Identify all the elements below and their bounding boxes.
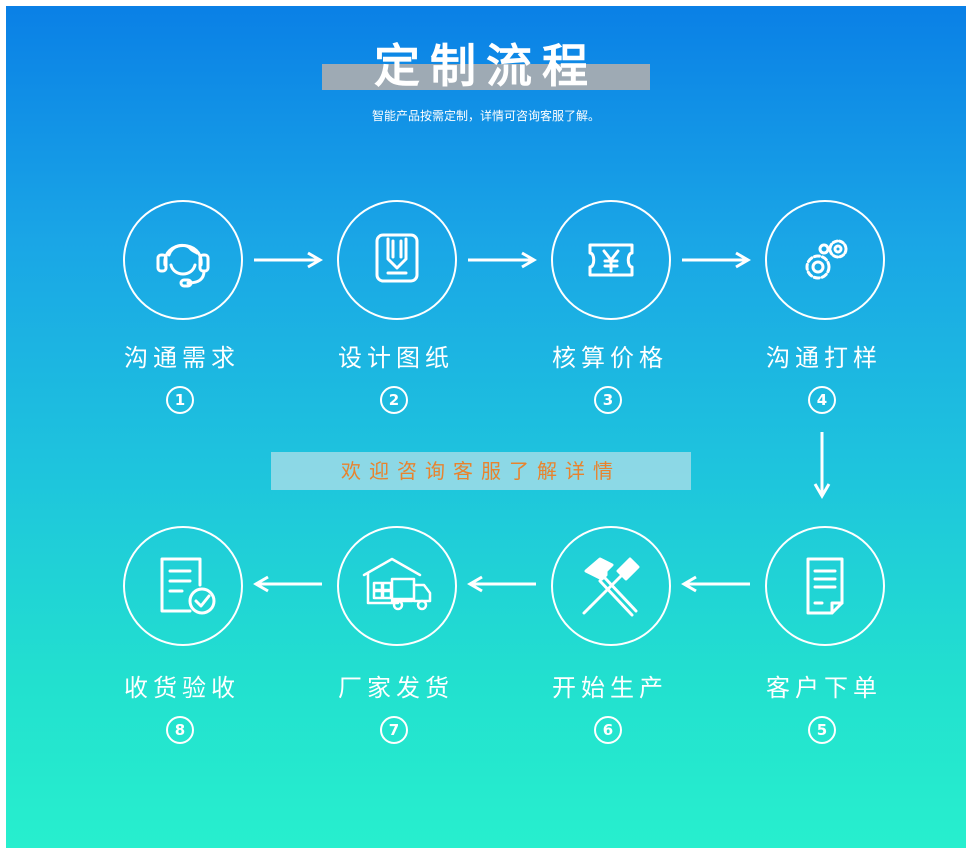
arrow-right-icon xyxy=(468,251,537,269)
arrow-right-icon xyxy=(682,251,751,269)
document-download-icon xyxy=(375,233,419,283)
step-7-circle xyxy=(337,526,457,646)
step-4-label: 沟通打样 xyxy=(766,344,882,372)
step-6-circle xyxy=(551,526,671,646)
step-8-circle xyxy=(123,526,243,646)
step-6-label: 开始生产 xyxy=(552,674,668,702)
step-8-number: 8 xyxy=(166,716,194,744)
arrow-right-icon xyxy=(254,251,323,269)
step-1-number: 1 xyxy=(166,386,194,414)
step-4-circle xyxy=(765,200,885,320)
arrow-left-icon xyxy=(253,575,322,593)
checklist-icon xyxy=(160,557,216,615)
step-5-number: 5 xyxy=(808,716,836,744)
headset-icon xyxy=(156,243,210,288)
step-4-number: 4 xyxy=(808,386,836,414)
step-3-number: 3 xyxy=(594,386,622,414)
process-panel: 定制流程 智能产品按需定制，详情可咨询客服了解。 沟通需求 1 xyxy=(6,6,966,848)
step-5-circle xyxy=(765,526,885,646)
title-underline-bar xyxy=(322,64,650,90)
step-1-circle xyxy=(123,200,243,320)
step-7-label: 厂家发货 xyxy=(338,674,454,702)
step-6-number: 6 xyxy=(594,716,622,744)
arrow-left-icon xyxy=(681,575,750,593)
gears-icon xyxy=(805,239,848,280)
warehouse-truck-icon xyxy=(362,557,432,611)
step-5-label: 客户下单 xyxy=(766,674,882,702)
step-2-label: 设计图纸 xyxy=(338,344,454,372)
step-3-label: 核算价格 xyxy=(552,344,668,372)
arrow-left-icon xyxy=(467,575,536,593)
step-3-circle xyxy=(551,200,671,320)
order-form-icon xyxy=(806,557,844,615)
hammer-screwdriver-icon xyxy=(582,557,640,617)
arrow-down-icon xyxy=(813,432,831,499)
page-title: 定制流程 xyxy=(374,39,598,93)
step-1-label: 沟通需求 xyxy=(124,344,240,372)
step-2-number: 2 xyxy=(380,386,408,414)
step-7-number: 7 xyxy=(380,716,408,744)
consult-banner[interactable]: 欢迎咨询客服了解详情 xyxy=(271,452,691,490)
step-2-circle xyxy=(337,200,457,320)
yuan-ticket-icon xyxy=(588,243,634,277)
page-subtitle: 智能产品按需定制，详情可咨询客服了解。 xyxy=(371,109,600,123)
step-8-label: 收货验收 xyxy=(124,674,240,702)
